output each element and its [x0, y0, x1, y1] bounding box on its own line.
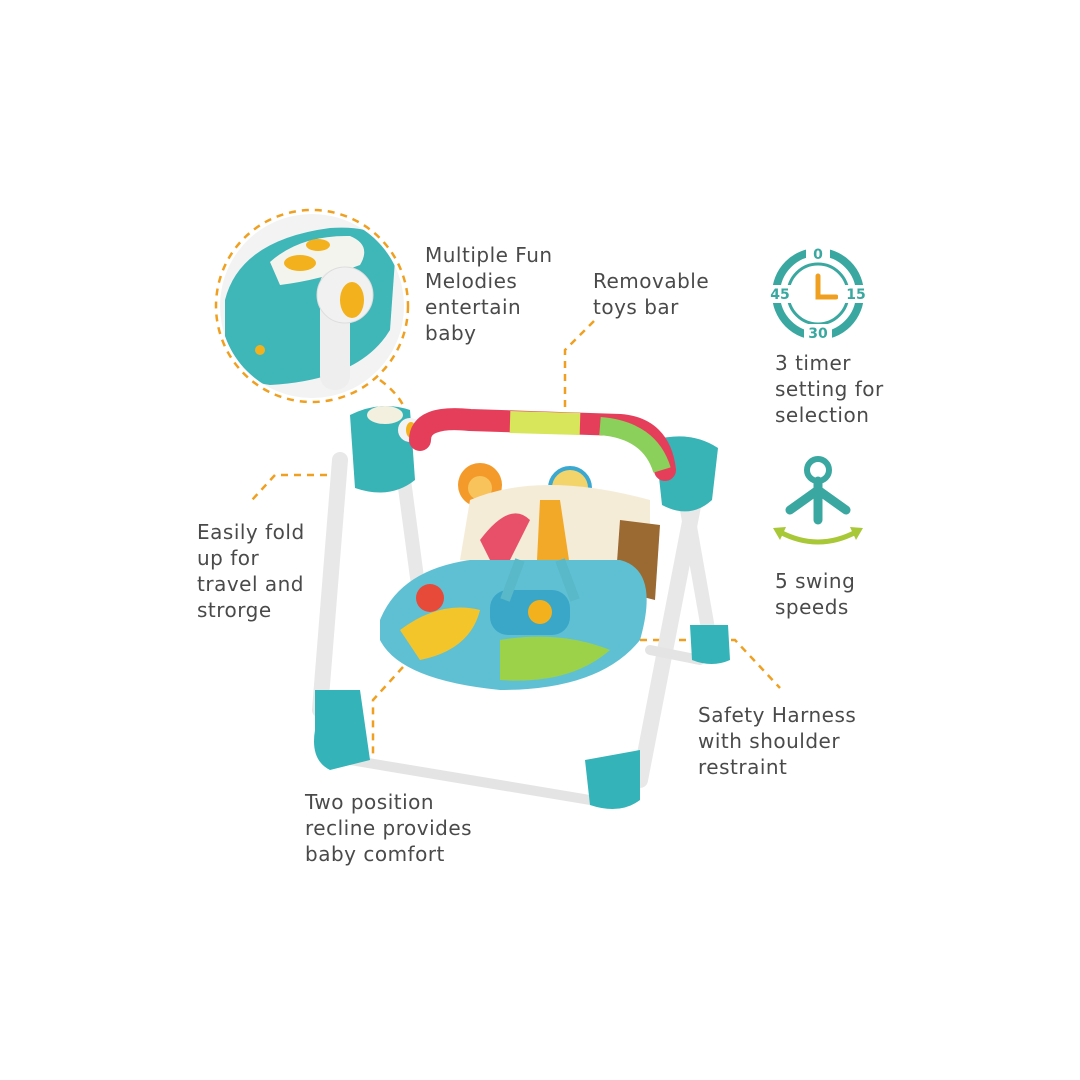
recline-label: Two position recline provides baby comfo… [305, 790, 473, 866]
timer-mark-0: 0 [813, 247, 823, 263]
timer-mark-30: 30 [808, 326, 828, 342]
swing-speed-icon [773, 456, 863, 545]
callout-leaders [214, 208, 781, 770]
zoom-circle [214, 208, 410, 404]
melodies-label: Multiple Fun Melodies entertain baby [425, 243, 553, 345]
swing-frame [312, 406, 730, 809]
toys-bar-label: Removable toys bar [593, 269, 710, 319]
timer-label: 3 timer setting for selection [775, 351, 884, 427]
fold-label: Easily fold up for travel and strorge [197, 520, 305, 622]
melody-unit-detail [220, 214, 404, 398]
timer-mark-15: 15 [846, 287, 865, 303]
swing-seat [380, 485, 660, 690]
timer-icon: 0 15 30 45 [766, 244, 866, 342]
swing-label: 5 swing speeds [775, 569, 856, 619]
harness-label: Safety Harness with shoulder restraint [698, 703, 857, 779]
timer-mark-45: 45 [770, 287, 789, 303]
